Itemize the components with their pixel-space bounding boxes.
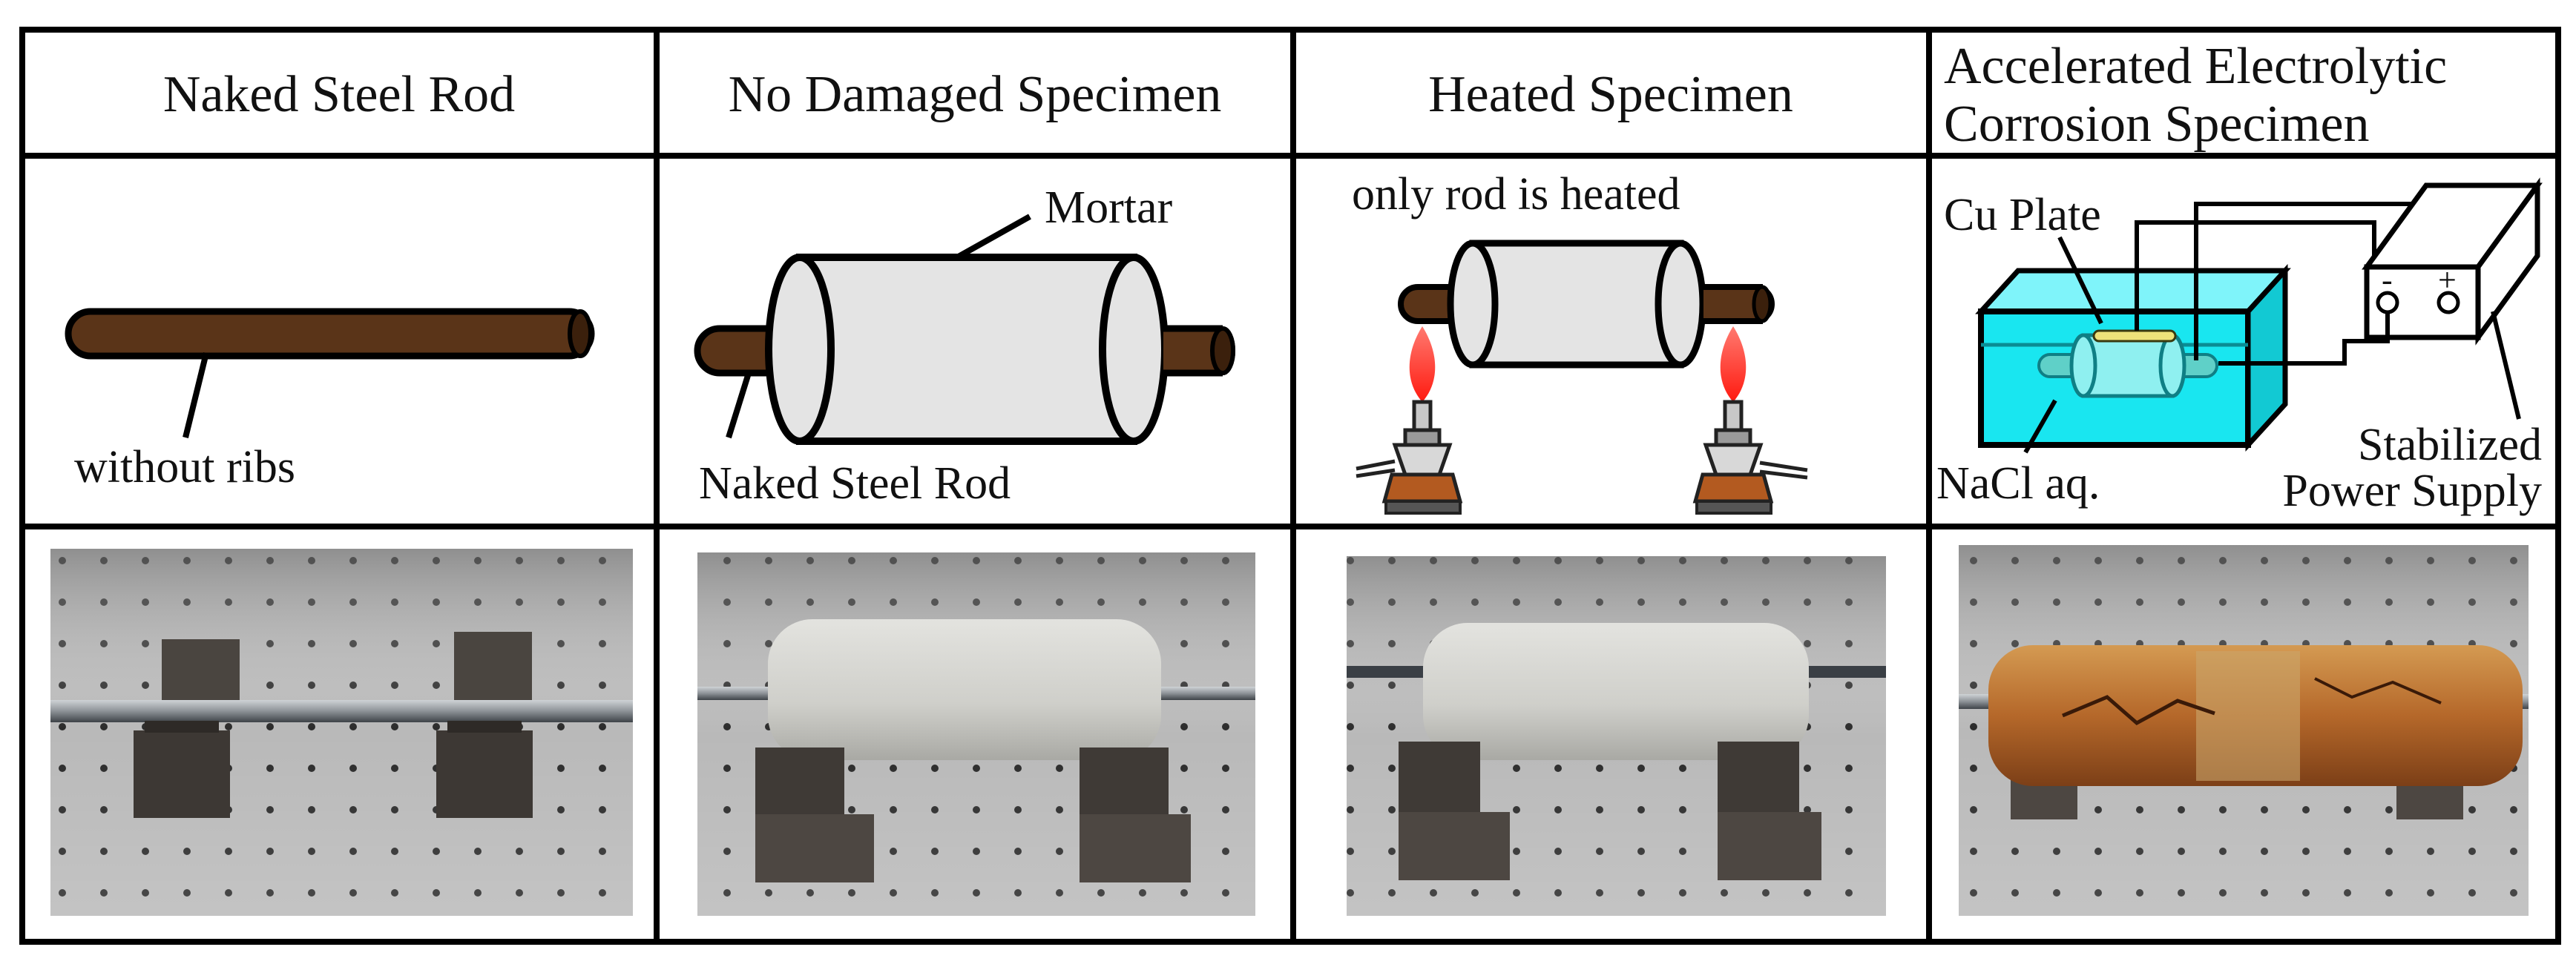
header-heated-specimen: Heated Specimen (1428, 66, 1793, 123)
photo-no-damaged-specimen (697, 552, 1255, 916)
cu-plate-label: Cu Plate (1944, 190, 2101, 240)
photo-heated-specimen (1347, 556, 1886, 916)
minus-terminal-label: - (2382, 262, 2393, 298)
header-no-damaged-specimen: No Damaged Specimen (729, 66, 1222, 123)
naked-steel-rod-label: Naked Steel Rod (699, 458, 1011, 509)
burner-right (1692, 326, 1808, 515)
nacl-label: NaCl aq. (1936, 458, 2100, 509)
header-accelerated-corrosion-line2: Corrosion Specimen (1944, 96, 2370, 153)
photo-corrosion-specimen (1959, 545, 2529, 916)
electrolytic-schematic: - + Cu Plate NaCl aq. Stabilized Power S… (1936, 177, 2543, 516)
power-supply-label: Power Supply (2282, 466, 2542, 516)
minus-terminal (2376, 291, 2399, 314)
without-ribs-label: without ribs (74, 442, 295, 492)
header-naked-steel-rod: Naked Steel Rod (163, 66, 515, 123)
heated-schematic: only rod is heated (1352, 169, 1808, 515)
mortar-label: Mortar (1045, 182, 1173, 233)
plus-terminal (2437, 291, 2460, 314)
stabilized-label: Stabilized (2358, 420, 2542, 470)
header-accelerated-corrosion-line1: Accelerated Electrolytic (1944, 38, 2447, 95)
burner-left (1356, 326, 1463, 515)
naked-rod-schematic: without ribs (65, 308, 595, 492)
no-damaged-schematic: Mortar Naked Steel Rod (694, 182, 1235, 509)
table-grid (19, 27, 2561, 945)
photo-naked-steel-rod (50, 549, 633, 916)
only-rod-heated-label: only rod is heated (1352, 169, 1680, 220)
